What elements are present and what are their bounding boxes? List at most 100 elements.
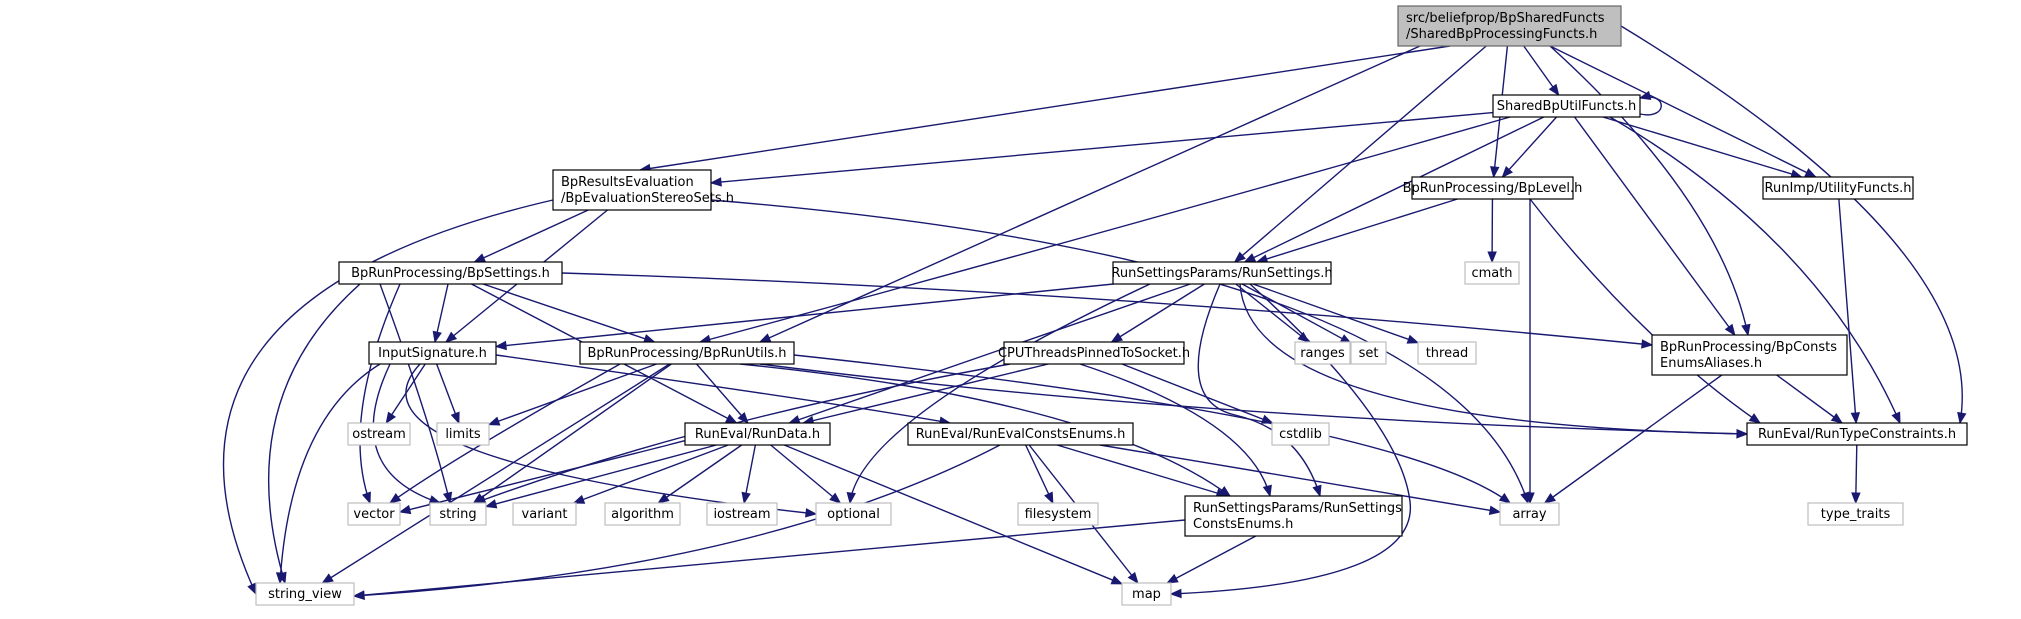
edge-rec-to-array <box>1099 444 1502 515</box>
edge-arrowhead <box>1736 428 1749 439</box>
node-label: RunEval/RunData.h <box>695 427 820 442</box>
edge-line <box>789 283 1191 424</box>
node-thread[interactable]: thread <box>1417 341 1477 365</box>
node-label: BpRunProcessing/BpConsts <box>1660 340 1837 355</box>
edge-line <box>1121 363 1273 424</box>
edge-arrowhead <box>385 411 397 425</box>
node-set[interactable]: set <box>1350 341 1387 365</box>
edge-sbu-to-rtc <box>1609 116 1901 425</box>
edge-arrowhead <box>352 590 365 600</box>
node-riu[interactable]: RunImp/UtilityFuncts.h <box>1762 176 1914 200</box>
node-box <box>347 422 411 446</box>
edge-arrowhead <box>1166 573 1179 584</box>
node-cpu[interactable]: CPUThreadsPinnedToSocket.h <box>998 341 1190 365</box>
edge-arrowhead <box>1891 411 1901 425</box>
edge-line <box>639 45 1451 171</box>
edge-line <box>485 444 717 508</box>
edge-line <box>279 363 381 584</box>
node-sbu[interactable]: SharedBpUtilFuncts.h <box>1492 94 1641 118</box>
edge-arrowhead <box>1501 166 1513 178</box>
node-box <box>1746 422 1968 446</box>
node-label: ranges <box>1300 346 1345 361</box>
node-string[interactable]: string <box>429 502 487 526</box>
node-box <box>579 341 795 365</box>
edge-arrowhead <box>444 331 458 343</box>
node-bpl[interactable]: BpRunProcessing/BpLevel.h <box>1403 176 1583 200</box>
node-box <box>684 422 831 446</box>
edge-bru-to-rtc <box>759 363 1749 439</box>
edge-bps-to-vector <box>359 283 401 505</box>
edge-line <box>474 209 589 263</box>
edge-line <box>1549 45 1749 336</box>
node-string_view[interactable]: string_view <box>255 582 355 606</box>
node-rsc[interactable]: RunSettingsParams/RunSettingsConstsEnums… <box>1184 495 1403 537</box>
edge-arrowhead <box>1548 83 1560 97</box>
edge-line <box>1776 374 1843 424</box>
edge-arrowhead <box>829 492 842 504</box>
node-label: limits <box>445 427 481 442</box>
node-optional[interactable]: optional <box>815 502 892 526</box>
edge-arrowhead <box>1850 412 1861 425</box>
edge-line <box>1544 374 1723 504</box>
edge-arrowhead <box>1851 492 1861 505</box>
edge-line <box>561 272 1653 346</box>
node-bps[interactable]: BpRunProcessing/BpSettings.h <box>338 261 563 285</box>
edge-line <box>1056 444 1228 497</box>
node-box <box>1184 495 1403 537</box>
edge-arrowhead <box>1260 414 1274 424</box>
node-label: algorithm <box>611 507 674 522</box>
node-box <box>1397 5 1622 47</box>
node-box <box>347 502 401 526</box>
node-rsp[interactable]: RunSettingsParams/RunSettings.h <box>1111 261 1333 285</box>
edge-rsp-to-cpu <box>1110 283 1205 343</box>
edge-line <box>353 519 1186 597</box>
node-root[interactable]: src/beliefprop/BpSharedFuncts/SharedBpPr… <box>1397 5 1622 47</box>
node-label: ostream <box>352 427 406 442</box>
node-box <box>1417 341 1477 365</box>
edge-rsp-to-ins <box>494 283 1114 351</box>
node-ranges[interactable]: ranges <box>1294 341 1351 365</box>
node-bre[interactable]: BpResultsEvaluation/BpEvaluationStereoSe… <box>552 169 734 211</box>
edge-rsc-to-string_view <box>352 519 1186 600</box>
node-label: map <box>1132 587 1161 602</box>
edge-line <box>1197 283 1321 497</box>
node-label: BpRunProcessing/BpRunUtils.h <box>588 346 787 361</box>
node-ostream[interactable]: ostream <box>347 422 411 446</box>
edge-bps-to-string_view <box>268 283 361 585</box>
node-label: filesystem <box>1025 507 1092 522</box>
node-type_traits[interactable]: type_traits <box>1807 502 1904 526</box>
edge-line <box>1166 535 1257 584</box>
edge-line <box>435 363 460 424</box>
node-algorithm[interactable]: algorithm <box>604 502 681 526</box>
edge-arrowhead <box>1748 413 1762 424</box>
edge-arrowhead <box>1724 323 1736 337</box>
node-ins[interactable]: InputSignature.h <box>368 341 497 365</box>
edge-line <box>495 354 951 424</box>
node-variant[interactable]: variant <box>512 502 577 526</box>
edge-line <box>1252 283 1419 344</box>
edge-root-to-rsp <box>1233 45 1487 263</box>
edge-bru-to-rrd <box>696 363 749 425</box>
node-rrd[interactable]: RunEval/RunData.h <box>684 422 831 446</box>
node-filesystem[interactable]: filesystem <box>1017 502 1099 526</box>
edge-line <box>1602 116 1802 178</box>
node-limits[interactable]: limits <box>436 422 490 446</box>
node-iostream[interactable]: iostream <box>706 502 778 526</box>
edge-line <box>573 444 729 504</box>
edge-line <box>1235 283 1310 343</box>
edge-rrd-to-optional <box>770 444 842 504</box>
edge-line <box>222 199 554 595</box>
node-array[interactable]: array <box>1499 502 1560 526</box>
node-vector[interactable]: vector <box>347 502 401 526</box>
node-map[interactable]: map <box>1121 582 1172 606</box>
edge-arrowhead <box>388 493 402 504</box>
node-cmath[interactable]: cmath <box>1464 261 1520 285</box>
node-rec[interactable]: RunEval/RunEvalConstsEnums.h <box>907 422 1134 446</box>
edge-arrowhead <box>1169 588 1182 599</box>
node-rtc[interactable]: RunEval/RunTypeConstraints.h <box>1746 422 1968 446</box>
node-label: /SharedBpProcessingFuncts.h <box>1406 27 1597 42</box>
node-bru[interactable]: BpRunProcessing/BpRunUtils.h <box>579 341 795 365</box>
node-cstdlib[interactable]: cstdlib <box>1271 422 1330 446</box>
edge-cpu-to-cstdlib <box>1121 363 1274 424</box>
